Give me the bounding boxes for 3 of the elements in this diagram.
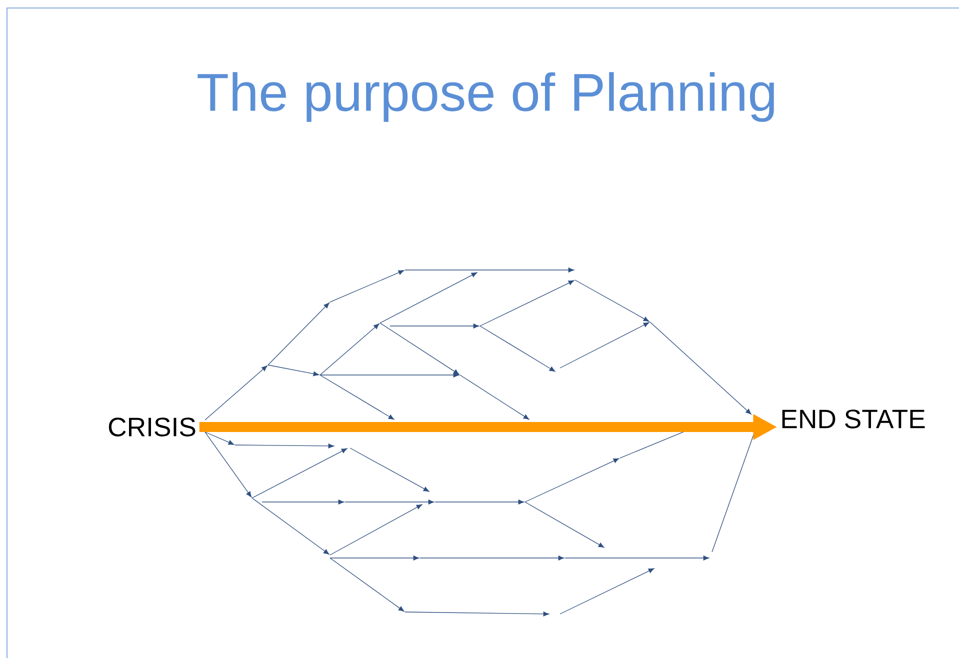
node-label: END STATE xyxy=(782,410,925,428)
title: The purpose of Planning xyxy=(198,72,774,122)
node-label: CRISIS xyxy=(108,418,196,436)
